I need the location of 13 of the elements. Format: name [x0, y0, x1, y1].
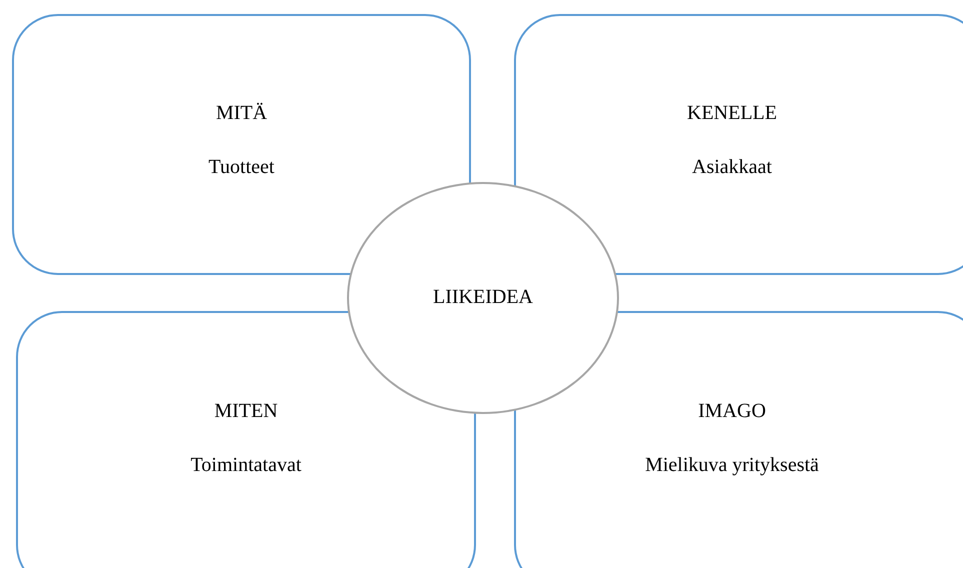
heading-text: IMAGO	[698, 400, 766, 422]
body-text: Tuotteet	[208, 156, 274, 178]
heading-text: KENELLE	[687, 102, 777, 124]
body-text: Asiakkaat	[692, 156, 772, 178]
body-text: Toimintatavat	[190, 454, 302, 476]
rounded-box	[514, 14, 963, 275]
heading-text: LIIKEIDEA	[433, 286, 533, 308]
heading-text: MITÄ	[216, 102, 268, 124]
heading-text: MITEN	[214, 400, 278, 422]
rounded-box	[12, 14, 471, 275]
rounded-box	[16, 311, 476, 568]
rounded-box	[514, 311, 963, 568]
body-text: Mielikuva yrityksestä	[645, 454, 819, 476]
